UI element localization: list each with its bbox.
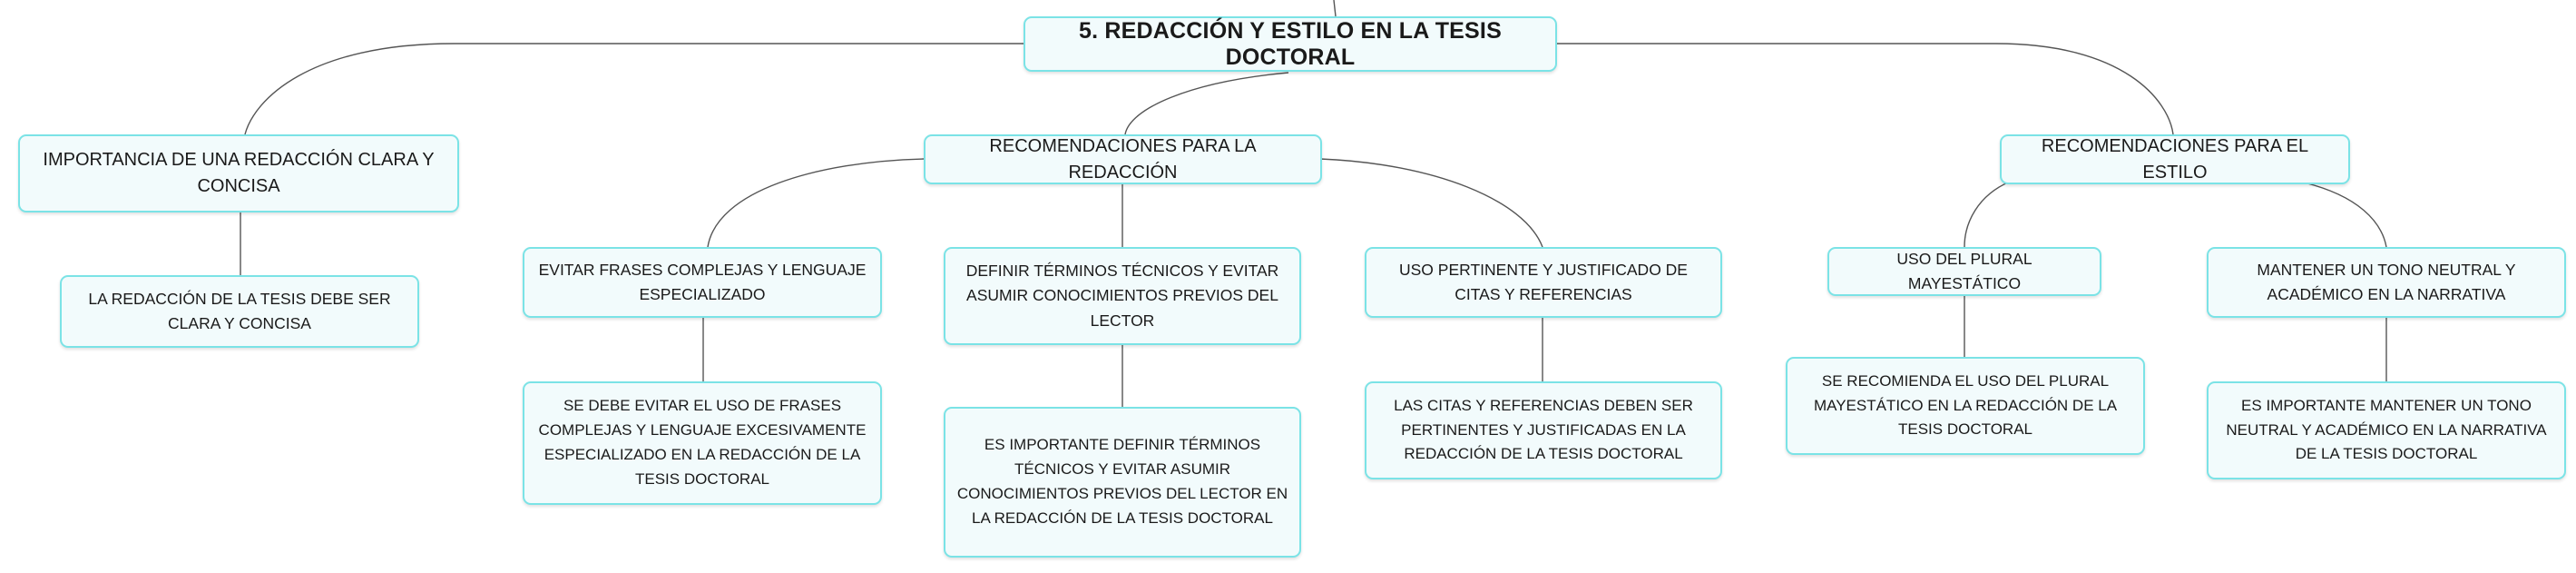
detail-tono-neutral[interactable]: ES IMPORTANTE MANTENER UN TONO NEUTRAL Y… [2207,381,2566,479]
detail-evitar-frases[interactable]: SE DEBE EVITAR EL USO DE FRASES COMPLEJA… [523,381,882,505]
branch-label: RECOMENDACIONES PARA LA REDACCIÓN [989,135,1257,183]
root-topic-label: 5. REDACCIÓN Y ESTILO EN LA TESIS DOCTOR… [1079,17,1502,70]
topic-evitar-frases[interactable]: EVITAR FRASES COMPLEJAS Y LENGUAJE ESPEC… [523,247,882,318]
topic-citas-referencias[interactable]: USO PERTINENTE Y JUSTIFICADO DE CITAS Y … [1365,247,1722,318]
topic-tono-neutral[interactable]: MANTENER UN TONO NEUTRAL Y ACADÉMICO EN … [2207,247,2566,318]
topic-importancia-detalle[interactable]: LA REDACCIÓN DE LA TESIS DEBE SER CLARA … [60,275,419,348]
branch-estilo[interactable]: RECOMENDACIONES PARA EL ESTILO [2000,134,2350,184]
topic-definir-terminos[interactable]: DEFINIR TÉRMINOS TÉCNICOS Y EVITAR ASUMI… [944,247,1301,345]
detail-label: ES IMPORTANTE MANTENER UN TONO NEUTRAL Y… [2226,396,2547,463]
detail-label: SE RECOMIENDA EL USO DEL PLURAL MAYESTÁT… [1813,371,2118,439]
topic-plural-mayestatico[interactable]: USO DEL PLURAL MAYESTÁTICO [1827,247,2101,296]
detail-citas-referencias[interactable]: LAS CITAS Y REFERENCIAS DEBEN SER PERTIN… [1365,381,1722,479]
topic-label: USO DEL PLURAL MAYESTÁTICO [1896,249,2032,292]
branch-redaccion[interactable]: RECOMENDACIONES PARA LA REDACCIÓN [924,134,1322,184]
detail-definir-terminos[interactable]: ES IMPORTANTE DEFINIR TÉRMINOS TÉCNICOS … [944,407,1301,558]
topic-label: LA REDACCIÓN DE LA TESIS DEBE SER CLARA … [88,289,391,332]
topic-label: USO PERTINENTE Y JUSTIFICADO DE CITAS Y … [1399,260,1688,303]
connector-line [244,43,1024,135]
topic-label: EVITAR FRASES COMPLEJAS Y LENGUAJE ESPEC… [538,260,867,303]
detail-label: ES IMPORTANTE DEFINIR TÉRMINOS TÉCNICOS … [956,436,1288,527]
detail-label: SE DEBE EVITAR EL USO DE FRASES COMPLEJA… [538,397,867,488]
connector-line [1319,158,1543,248]
connector-line [1124,72,1289,135]
branch-label: RECOMENDACIONES PARA EL ESTILO [2041,135,2309,183]
connector-line [1333,0,1337,17]
topic-label: MANTENER UN TONO NEUTRAL Y ACADÉMICO EN … [2257,260,2516,303]
connector-line [2299,181,2387,248]
root-topic[interactable]: 5. REDACCIÓN Y ESTILO EN LA TESIS DOCTOR… [1024,16,1557,72]
topic-label: DEFINIR TÉRMINOS TÉCNICOS Y EVITAR ASUMI… [965,262,1279,330]
connector-line [1557,43,2174,135]
connector-line [707,158,925,248]
branch-label: IMPORTANCIA DE UNA REDACCIÓN CLARA Y CON… [43,150,435,196]
connector-line [1964,181,2011,248]
branch-importancia[interactable]: IMPORTANCIA DE UNA REDACCIÓN CLARA Y CON… [18,134,459,212]
detail-plural-mayestatico[interactable]: SE RECOMIENDA EL USO DEL PLURAL MAYESTÁT… [1786,357,2145,455]
detail-label: LAS CITAS Y REFERENCIAS DEBEN SER PERTIN… [1394,396,1693,463]
